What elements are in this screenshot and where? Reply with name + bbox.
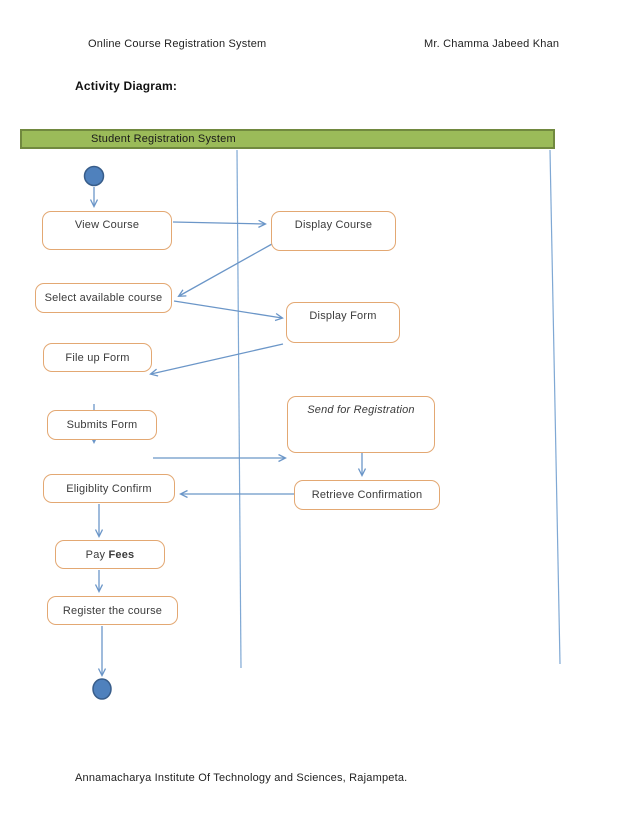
arrow-display-form-to-file-up-form: [151, 343, 284, 374]
node-label: Eligiblity Confirm: [66, 482, 152, 495]
node-display-course: Display Course: [271, 211, 396, 251]
node-label: Select available course: [44, 292, 163, 304]
arrow-select-course-to-display-form: [173, 300, 282, 318]
node-file-up-form: File up Form: [43, 343, 152, 372]
swimlane-title: Student Registration System: [91, 133, 236, 145]
swimlane-divider-right: [549, 149, 561, 665]
node-label: Display Form: [309, 310, 377, 322]
arrow-view-course-to-display-course: [172, 222, 265, 224]
node-pay-fees: Pay Fees: [55, 540, 165, 569]
node-label: View Course: [74, 219, 140, 231]
node-send-for-registration: Send for Registration: [287, 396, 435, 453]
footer-text: Annamacharya Institute Of Technology and…: [75, 772, 408, 784]
node-label: Register the course: [62, 604, 163, 617]
node-label: File up Form: [65, 351, 130, 364]
node-eligiblity-confirm: Eligiblity Confirm: [43, 474, 175, 503]
node-retrieve-confirmation: Retrieve Confirmation: [294, 480, 440, 510]
node-display-form: Display Form: [286, 302, 400, 343]
node-select-available-course: Select available course: [35, 283, 172, 313]
node-label: Retrieve Confirmation: [311, 489, 423, 501]
node-label: Display Course: [294, 219, 373, 231]
swimlane-header: Student Registration System: [20, 129, 555, 149]
section-title: Activity Diagram:: [75, 79, 178, 93]
node-label: Send for Registration: [307, 404, 415, 416]
initial-node: [83, 165, 105, 187]
node-view-course: View Course: [42, 211, 172, 250]
node-register-the-course: Register the course: [47, 596, 178, 625]
node-submits-form: Submits Form: [47, 410, 157, 440]
swimlane-divider-left: [236, 149, 242, 669]
node-label: Pay Fees: [85, 548, 135, 561]
header-title: Online Course Registration System: [88, 38, 267, 50]
node-label: Submits Form: [66, 419, 138, 431]
final-node: [92, 678, 112, 700]
arrow-display-course-to-select-course: [179, 243, 273, 296]
header-author: Mr. Chamma Jabeed Khan: [424, 38, 560, 50]
